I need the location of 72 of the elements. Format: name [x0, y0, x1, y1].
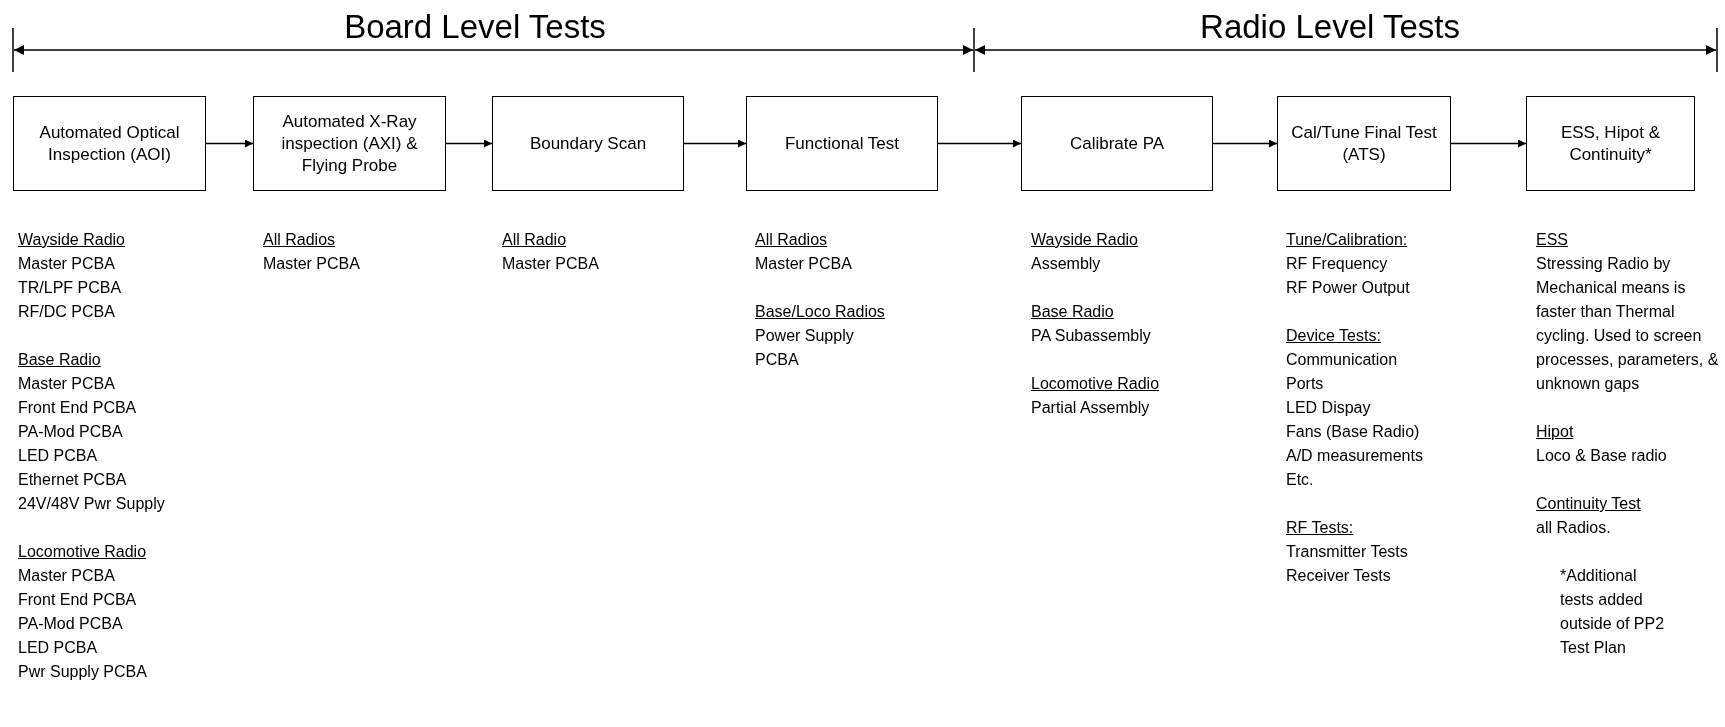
item-text: Power Supply PCBA: [755, 326, 855, 370]
item-text: LED PCBA: [18, 446, 99, 466]
item-text: Loco & Base radio: [1536, 446, 1668, 466]
step-label: Automated X-Ray inspection (AXI) & Flying Probe: [280, 110, 419, 177]
item-text: LED PCBA: [18, 638, 99, 658]
footnote: *Additional tests added outside of PP2 Test Plan: [1560, 566, 1666, 658]
item-text: RF Frequency: [1286, 254, 1389, 274]
group-heading: Locomotive Radio: [1031, 374, 1161, 394]
arrow: [205, 139, 254, 148]
group-heading: All Radio: [502, 230, 568, 250]
item-text: Etc.: [1286, 470, 1315, 490]
item-text: Master PCBA: [18, 374, 116, 394]
step-label: Functional Test: [785, 132, 899, 155]
process-box: [253, 96, 446, 191]
process-box: [1277, 96, 1451, 191]
group-heading: Wayside Radio: [18, 230, 126, 250]
group-heading: All Radios: [263, 230, 337, 250]
arrow: [1212, 139, 1278, 148]
group-heading: Locomotive Radio: [18, 542, 148, 562]
group-heading: RF Tests:: [1286, 518, 1355, 538]
process-box: [13, 96, 206, 191]
arrow: [1450, 139, 1527, 148]
step-label: ESS, Hipot & Continuity*: [1559, 121, 1662, 166]
group-heading: ESS: [1536, 230, 1569, 250]
arrow: [937, 139, 1022, 148]
process-box: [492, 96, 684, 191]
item-text: Master PCBA: [18, 566, 116, 586]
item-text: Master PCBA: [755, 254, 853, 274]
item-text: RF Power Output: [1286, 278, 1411, 298]
group-heading: Wayside Radio: [1031, 230, 1139, 250]
step-label: Calibrate PA: [1069, 132, 1165, 155]
group-heading: Base Radio: [18, 350, 102, 370]
item-text: Master PCBA: [18, 254, 116, 274]
item-text: Pwr Supply PCBA: [18, 662, 148, 682]
step-label: Automated Optical Inspection (AOI): [38, 121, 181, 166]
section-heading: Radio Level Tests: [1200, 8, 1460, 46]
item-text: A/D measurements: [1286, 446, 1424, 466]
item-text: Fans (Base Radio): [1286, 422, 1421, 442]
group-heading: Base Radio: [1031, 302, 1115, 322]
item-text: PA-Mod PCBA: [18, 422, 124, 442]
item-text: PA Subassembly: [1031, 326, 1152, 346]
item-text: Partial Assembly: [1031, 398, 1151, 418]
section-heading: Board Level Tests: [344, 8, 606, 46]
group-heading: Device Tests:: [1286, 326, 1382, 346]
item-text: Ethernet PCBA: [18, 470, 128, 490]
item-text: Receiver Tests: [1286, 566, 1392, 586]
item-text: Transmitter Tests: [1286, 542, 1409, 562]
item-text: Assembly: [1031, 254, 1102, 274]
group-heading: Tune/Calibration:: [1286, 230, 1409, 250]
step-label: Cal/Tune Final Test (ATS): [1290, 121, 1438, 166]
group-heading: Continuity Test: [1536, 494, 1642, 514]
item-text: Master PCBA: [502, 254, 600, 274]
item-text: Front End PCBA: [18, 590, 138, 610]
item-text: Front End PCBA: [18, 398, 138, 418]
process-box: [1021, 96, 1213, 191]
item-text: Stressing Radio by Mechanical means is faster than Thermal cycling. Used to screen processes, parameters, & unknown gaps: [1536, 254, 1720, 394]
group-heading: Base/Loco Radios: [755, 302, 885, 322]
process-box: [746, 96, 938, 191]
group-heading: All Radios: [755, 230, 829, 250]
item-text: TR/LPF PCBA: [18, 278, 123, 298]
step-label: Boundary Scan: [529, 132, 647, 155]
item-text: LED Dispay: [1286, 398, 1372, 418]
arrow: [683, 139, 747, 148]
process-box: [1526, 96, 1695, 191]
group-heading: Hipot: [1536, 422, 1575, 442]
item-text: PA-Mod PCBA: [18, 614, 124, 634]
item-text: Master PCBA: [263, 254, 361, 274]
arrow: [445, 139, 493, 148]
item-text: RF/DC PCBA: [18, 302, 116, 322]
item-text: 24V/48V Pwr Supply: [18, 494, 166, 514]
item-text: all Radios.: [1536, 518, 1612, 538]
item-text: Communication Ports: [1286, 350, 1399, 394]
